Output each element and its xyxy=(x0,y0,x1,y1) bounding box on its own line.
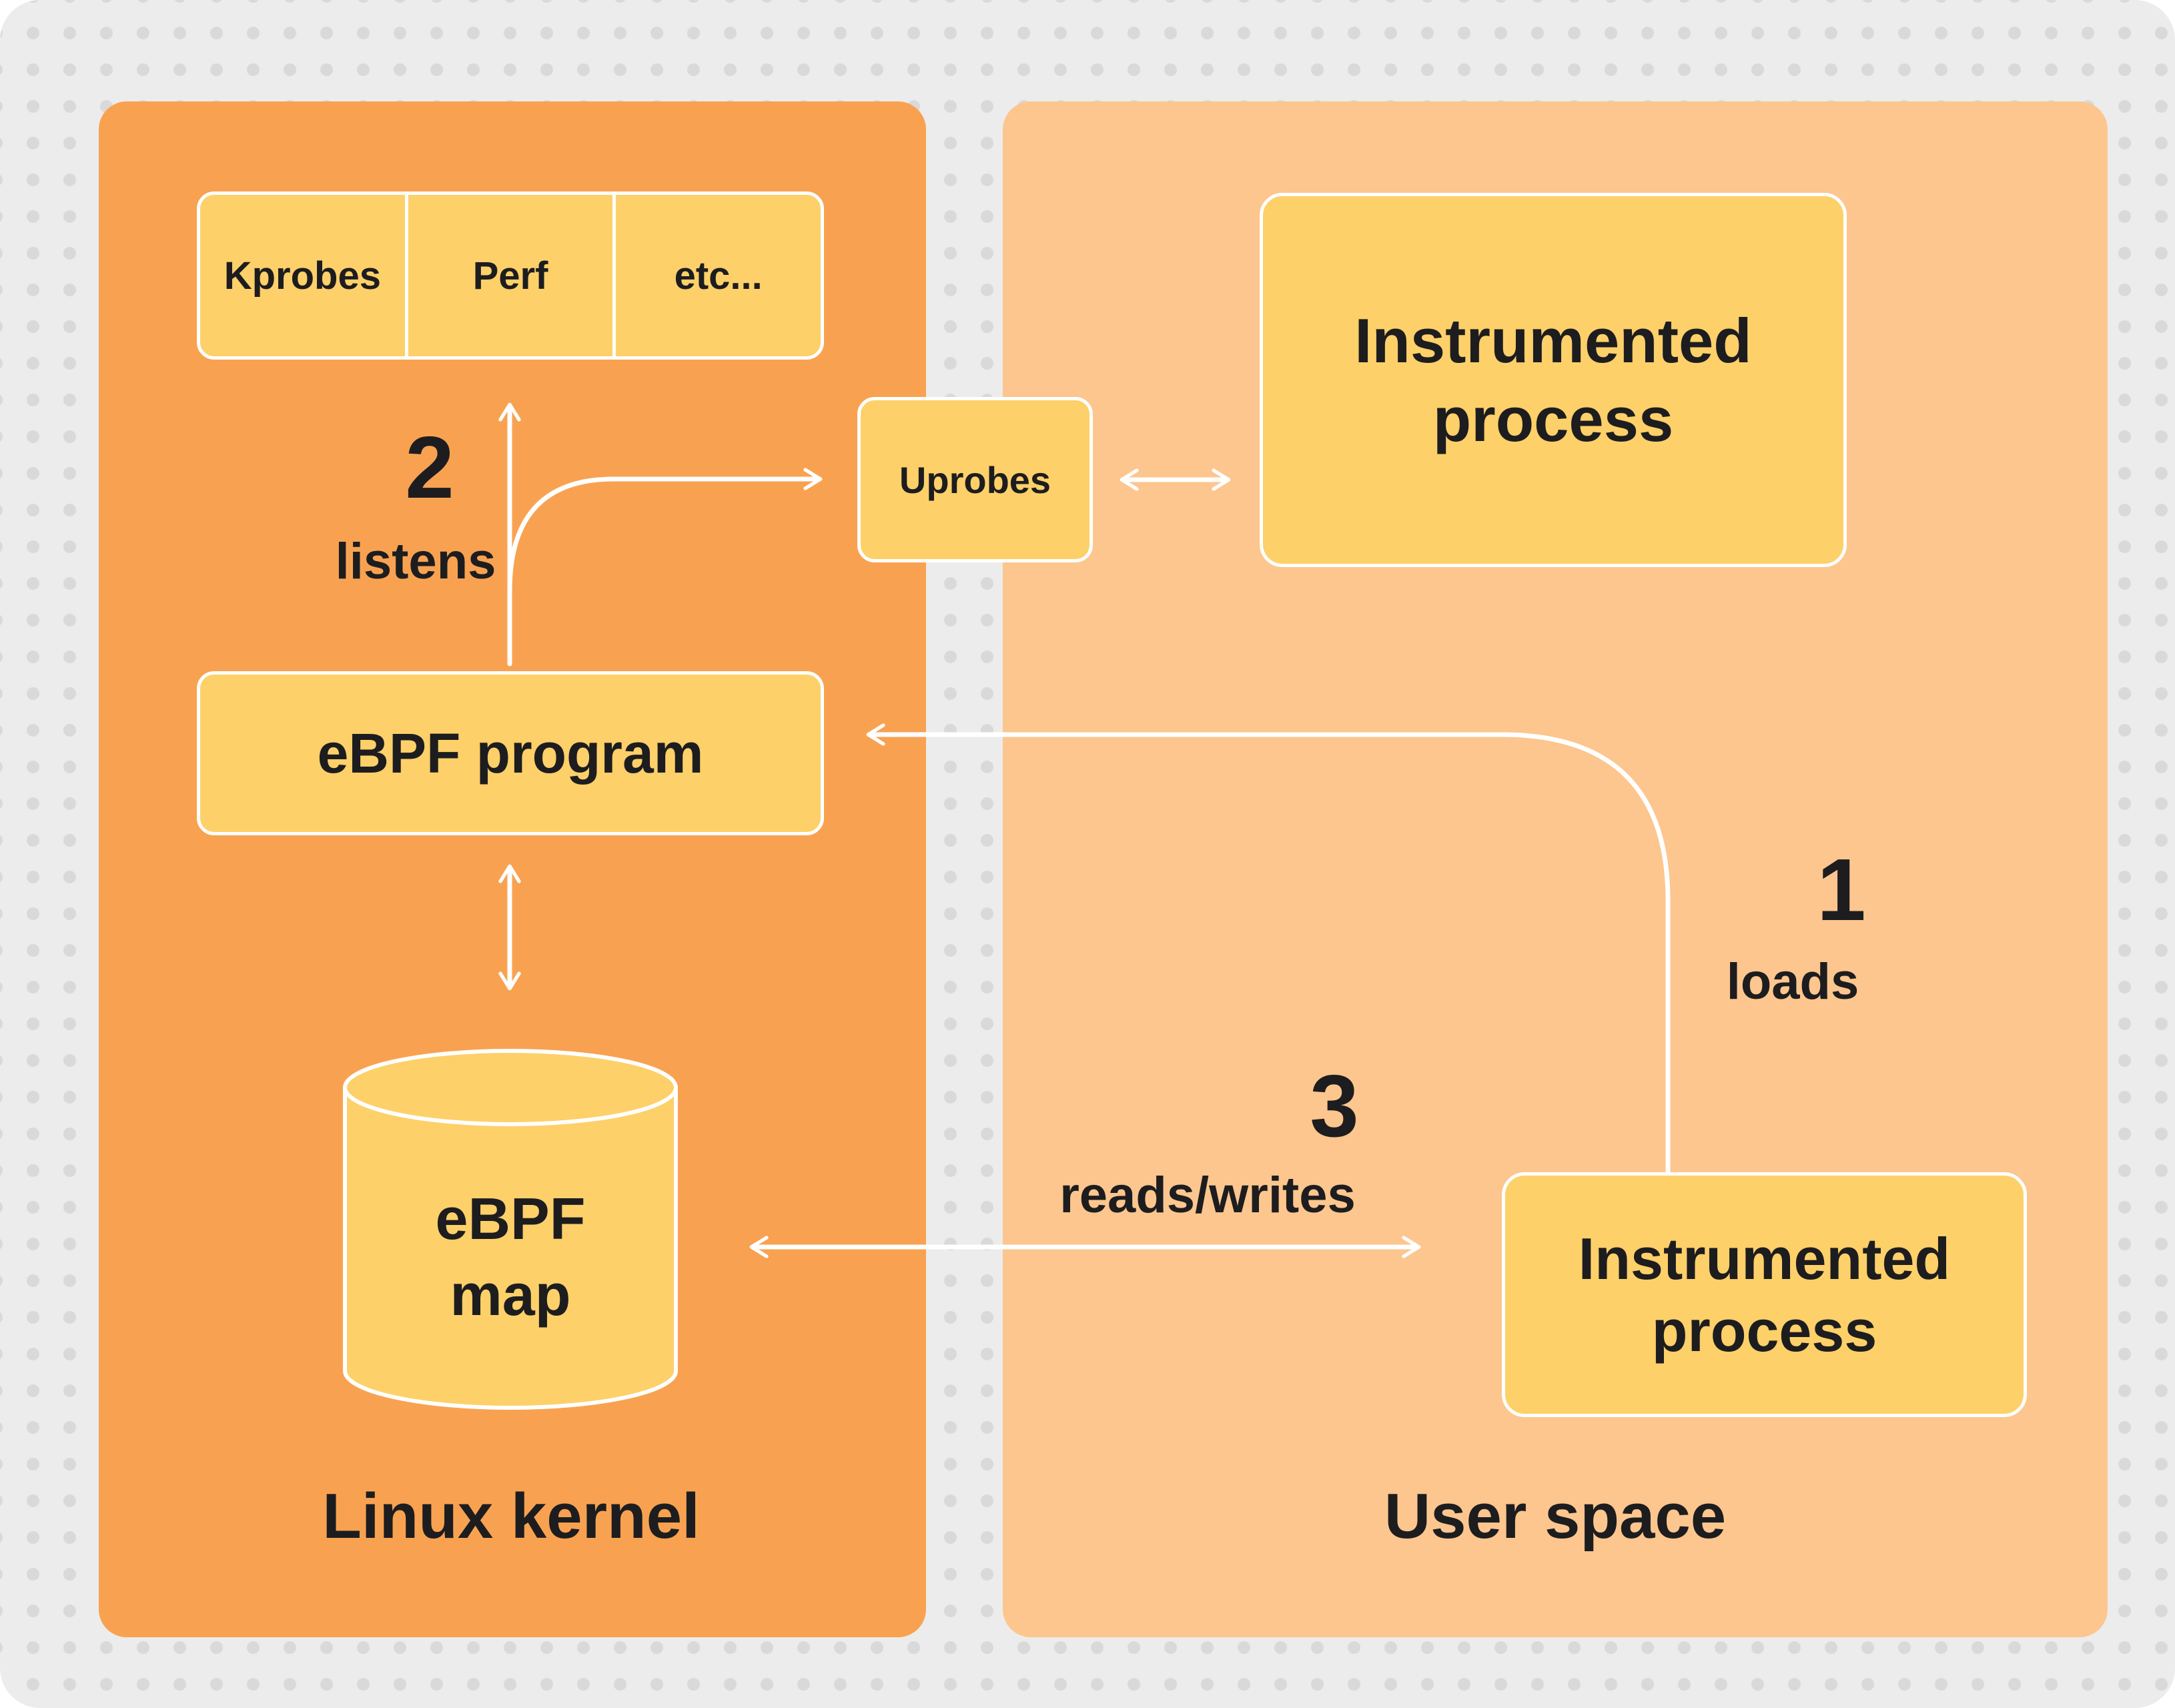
probes-row: Kprobes Perf etc... xyxy=(197,191,824,360)
ebpf-map-label-line2: map xyxy=(450,1262,571,1328)
step-1-number: 1 xyxy=(1817,841,1866,939)
step-3-label: reads/writes xyxy=(1059,1167,1356,1224)
probe-cell-etc: etc... xyxy=(674,254,763,298)
ebpf-map-label: eBPF map xyxy=(345,1181,676,1334)
step-1-label: loads xyxy=(1726,953,1859,1010)
ebpf-map-label-line1: eBPF xyxy=(435,1186,586,1252)
instrumented-process-bottom-box: Instrumented process xyxy=(1502,1172,2027,1417)
linux-kernel-label: Linux kernel xyxy=(322,1480,700,1552)
ebpf-program-box: eBPF program xyxy=(197,671,824,835)
step-2-number: 2 xyxy=(405,418,454,516)
probe-cell-perf: Perf xyxy=(404,195,616,356)
user-space-label: User space xyxy=(1384,1480,1727,1552)
step-3-number: 3 xyxy=(1310,1057,1359,1155)
uprobes-box: Uprobes xyxy=(857,397,1093,562)
instrumented-process-top-box: Instrumented process xyxy=(1260,193,1847,567)
step-2-label: listens xyxy=(335,533,496,590)
probe-cell-kprobes: Kprobes xyxy=(224,254,381,298)
